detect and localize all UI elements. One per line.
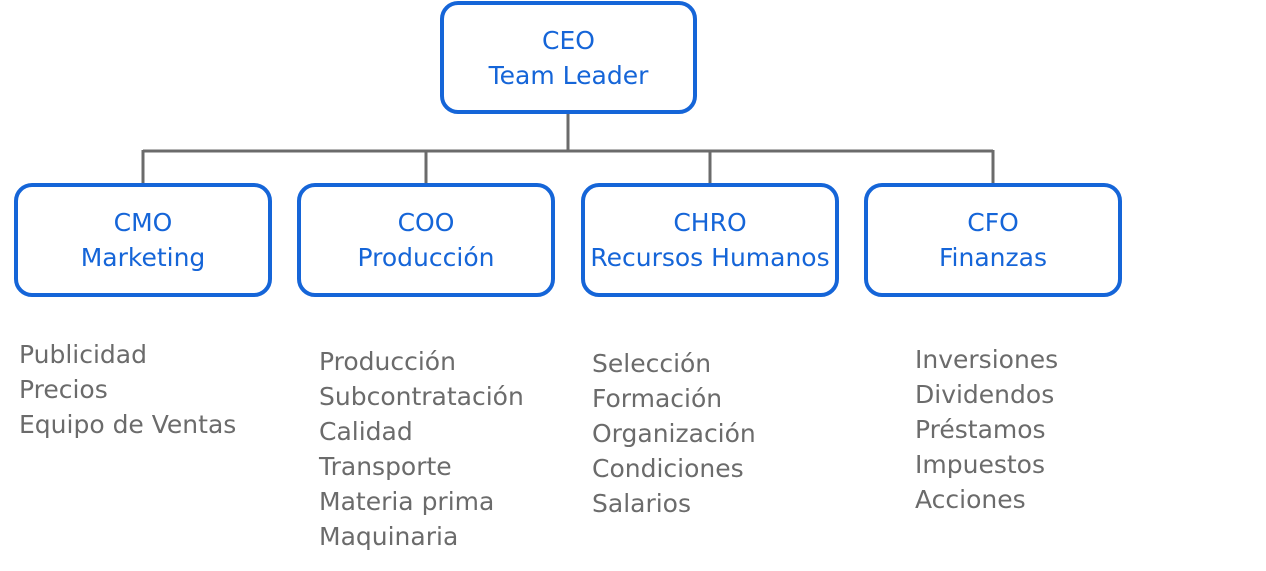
coo-box: COO Producción (297, 183, 555, 297)
duty-item: Formación (592, 384, 723, 413)
cfo-box: CFO Finanzas (864, 183, 1122, 297)
duty-item: Publicidad (19, 340, 147, 369)
duty-item: Equipo de Ventas (19, 410, 237, 439)
duty-item: Subcontratación (319, 382, 524, 411)
cfo-title: Finanzas (939, 243, 1047, 272)
duty-item: Precios (19, 375, 108, 404)
duty-item: Préstamos (915, 415, 1046, 444)
cfo-role: CFO (967, 208, 1019, 237)
ceo-title: Team Leader (488, 60, 649, 90)
coo-title: Producción (357, 243, 495, 272)
cmo-title: Marketing (80, 243, 206, 272)
duty-item: Maquinaria (319, 522, 459, 551)
chro-role: CHRO (673, 208, 747, 237)
duty-item: Impuestos (915, 450, 1045, 479)
chro-box: CHRO Recursos Humanos (581, 183, 839, 297)
coo-role: COO (397, 208, 455, 237)
duty-item: Producción (319, 347, 456, 376)
chro-duties-list: Selección Formación Organización Condici… (592, 346, 756, 521)
duty-item: Dividendos (915, 380, 1055, 409)
duty-item: Organización (592, 419, 756, 448)
duty-item: Calidad (319, 417, 413, 446)
chro-title: Recursos Humanos (590, 243, 830, 272)
cfo-duties-list: Inversiones Dividendos Préstamos Impuest… (915, 342, 1058, 517)
cmo-box: CMO Marketing (14, 183, 272, 297)
ceo-role: CEO (542, 25, 595, 55)
duty-item: Transporte (319, 452, 452, 481)
duty-item: Acciones (915, 485, 1026, 514)
cmo-role: CMO (113, 208, 173, 237)
duty-item: Condiciones (592, 454, 744, 483)
duty-item: Inversiones (915, 345, 1059, 374)
duty-item: Selección (592, 349, 712, 378)
ceo-box: CEO Team Leader (440, 1, 697, 114)
coo-duties-list: Producción Subcontratación Calidad Trans… (319, 344, 524, 554)
duty-item: Salarios (592, 489, 691, 518)
cmo-duties-list: Publicidad Precios Equipo de Ventas (19, 337, 236, 442)
duty-item: Materia prima (319, 487, 495, 516)
